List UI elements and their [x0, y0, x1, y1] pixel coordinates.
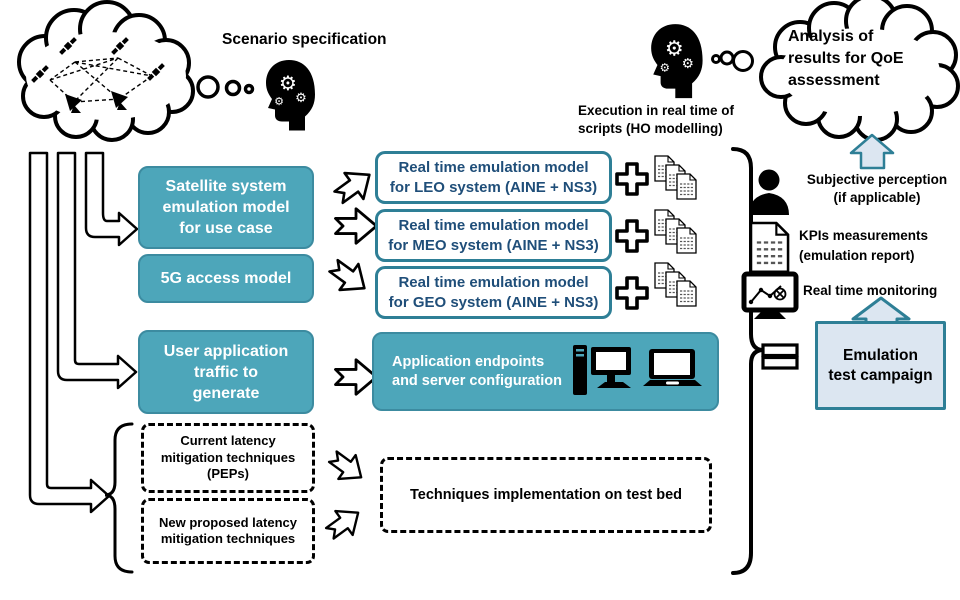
traffic-label: User application traffic to generate: [163, 342, 289, 402]
scenario-to-mitigation-arrow: [28, 151, 111, 514]
traffic-box: User application traffic to generate: [138, 330, 314, 414]
endpoints-label: Application endpoints and server configu…: [392, 353, 563, 389]
scenario-to-traffic-arrow: [56, 151, 138, 390]
scenario-cloud: [17, 0, 195, 142]
plus-icon-leo: [615, 162, 649, 196]
satellite-network-icon: [30, 36, 166, 113]
5g-access-box: 5G access model: [138, 254, 314, 303]
thought-bubbles-left: [196, 75, 255, 99]
thought-bubbles-right: [711, 50, 754, 72]
arrow-to-analysis: [849, 133, 895, 170]
endpoint-devices: [573, 344, 702, 395]
proposed-mitigation-box: New proposed latency mitigation techniqu…: [141, 498, 315, 564]
script-stack-geo: [654, 262, 697, 307]
arrow-5g-to-geo: [322, 251, 376, 303]
equals-icon: [761, 343, 799, 370]
kpi-report-icon: [749, 221, 790, 274]
geo-model-label: Real time emulation model for GEO system…: [388, 274, 599, 311]
analysis-cloud: [759, 0, 960, 142]
satellite-model-box: Satellite system emulation model for use…: [138, 166, 314, 249]
leo-model-label: Real time emulation model for LEO system…: [389, 159, 598, 196]
brain-gears-icon-left: [266, 60, 315, 131]
mitigation-brace: [104, 422, 134, 574]
endpoints-box: Application endpoints and server configu…: [372, 332, 719, 411]
analysis-label: Analysis of results for QoE assessment: [788, 28, 904, 89]
leo-model-box: Real time emulation model for LEO system…: [375, 151, 612, 204]
brain-gears-icon-right: [651, 24, 703, 99]
meo-model-box: Real time emulation model for MEO system…: [375, 209, 612, 262]
current-mitigation-box: Current latency mitigation techniques (P…: [141, 423, 315, 493]
satellite-model-label: Satellite system emulation model for use…: [162, 178, 290, 237]
execution-label: Execution in real time of scripts (HO mo…: [578, 103, 735, 136]
meo-model-label: Real time emulation model for MEO system…: [388, 217, 599, 254]
plus-icon-meo: [615, 219, 649, 253]
laptop-icon: [643, 348, 702, 386]
plus-icon-geo: [615, 276, 649, 310]
monitoring-label: Real time monitoring: [803, 283, 938, 298]
testbed-label: Techniques implementation on test bed: [409, 487, 683, 503]
arrow-models-to-meo: [334, 207, 378, 245]
kpis-label: KPIs measurements (emulation report): [799, 228, 929, 263]
arrow-proposed-to-testbed: [320, 499, 368, 547]
scenario-specification-label: Scenario specification: [222, 31, 387, 48]
campaign-label: Emulation test campaign: [828, 346, 933, 384]
person-icon: [749, 169, 789, 215]
proposed-mitigation-label: New proposed latency mitigation techniqu…: [159, 514, 297, 547]
geo-model-box: Real time emulation model for GEO system…: [375, 266, 612, 319]
subjective-label: Subjective perception (if applicable): [806, 172, 948, 205]
monitor-icon: [741, 271, 799, 319]
campaign-box: Emulation test campaign: [815, 321, 946, 410]
arrow-current-to-testbed: [323, 443, 371, 491]
desktop-icon: [573, 344, 631, 395]
arrow-satellite-to-leo: [327, 160, 381, 212]
5g-access-label: 5G access model: [160, 269, 292, 287]
current-mitigation-label: Current latency mitigation techniques (P…: [160, 433, 296, 482]
script-stack-leo: [654, 155, 697, 200]
script-stack-meo: [654, 209, 697, 254]
scenario-to-satellite-arrow: [84, 151, 139, 247]
testbed-box: Techniques implementation on test bed: [380, 457, 712, 533]
arrow-traffic-to-endpoints: [334, 358, 378, 396]
